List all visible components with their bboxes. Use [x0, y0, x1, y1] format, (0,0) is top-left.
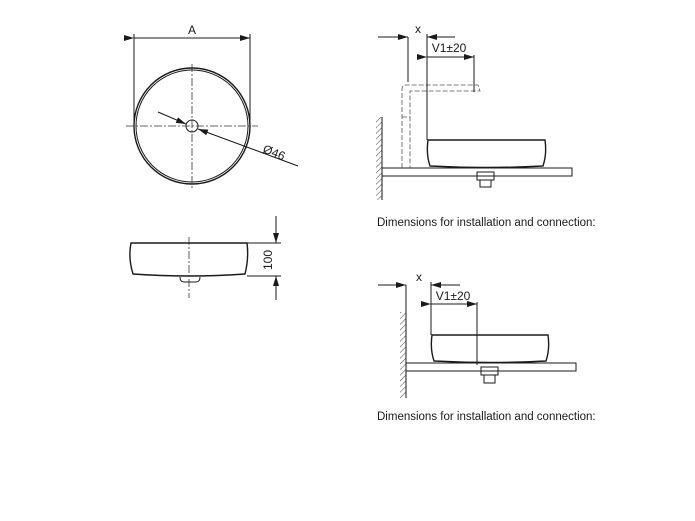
offset-x-label: x [415, 22, 421, 36]
spout-label: V1±20 [436, 289, 471, 303]
spout-label: V1±20 [432, 41, 467, 55]
basin-side-outline [129, 242, 249, 277]
height-label: 100 [261, 250, 275, 270]
basin [430, 334, 550, 364]
caption-installation-2: Dimensions for installation and connecti… [377, 411, 596, 423]
basin [426, 139, 547, 169]
caption-installation-1: Dimensions for installation and connecti… [377, 217, 596, 229]
installation-without-faucet: x V1±20 [378, 270, 577, 398]
side-view: 100 [129, 216, 281, 300]
top-view: A Ø46 [124, 23, 299, 188]
dimension-a-label: A [188, 23, 196, 37]
offset-x-label: x [416, 270, 422, 284]
installation-with-faucet: x V1±20 [376, 22, 573, 200]
drain-hole [185, 119, 199, 133]
